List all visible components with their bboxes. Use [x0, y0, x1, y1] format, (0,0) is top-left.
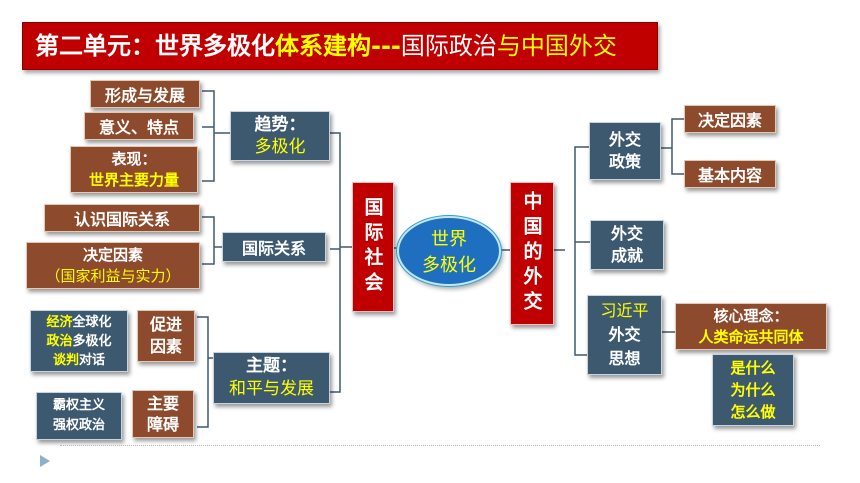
promote-detail-2a: 政治 [46, 333, 73, 349]
promote-box: 促进 因素 [137, 310, 195, 362]
trend-label: 趋势： [254, 115, 306, 135]
trend-box: 趋势： 多极化 [230, 111, 330, 161]
core-idea-value: 人类命运共同体 [698, 327, 804, 346]
trend-item-meaning-label: 意义、特点 [98, 118, 179, 137]
achievement-box: 外交 成就 [590, 220, 664, 270]
play-arrow-icon [40, 455, 50, 467]
right-pillar: 中国的外交 [510, 182, 554, 325]
thought-label-3: 思想 [608, 349, 641, 368]
thought-label-1: 习近平 [600, 301, 649, 320]
obstacle-detail-box: 霸权主义 强权政治 [36, 392, 122, 440]
obstacle-box: 主要 障碍 [132, 390, 194, 438]
left-pillar-label: 国际社会 [361, 197, 384, 297]
core-idea-label: 核心理念： [713, 306, 789, 325]
thought-box: 习近平 外交 思想 [587, 295, 662, 375]
trend-item-manifestation: 表现： 世界主要力量 [70, 146, 198, 193]
obstacle-detail-1: 霸权主义 [52, 398, 105, 413]
trend-item-meaning: 意义、特点 [84, 112, 194, 140]
promote-detail-2b: 多极化 [72, 333, 112, 349]
relations-factors-label: 决定因素 [82, 245, 143, 264]
title-part3: --- [371, 32, 401, 60]
theme-value: 和平与发展 [229, 379, 314, 399]
promote-detail-1a: 经济 [46, 314, 73, 330]
trend-item-formation: 形成与发展 [90, 80, 200, 108]
center-label-2: 多极化 [422, 255, 476, 276]
title-part2: 体系建构 [275, 32, 371, 60]
center-label-1: 世界 [431, 229, 467, 250]
relations-box: 国际关系 [222, 232, 326, 262]
trend-item-formation-label: 形成与发展 [104, 86, 185, 105]
promote-detail-3b: 对话 [79, 352, 106, 368]
manifestation-label: 表现： [111, 149, 157, 168]
question-how: 怎么做 [730, 403, 776, 421]
center-circle: 世界 多极化 [397, 216, 501, 286]
relations-item-factors: 决定因素 （国家利益与实力） [26, 242, 200, 289]
questions-box: 是什么 为什么 怎么做 [712, 354, 794, 426]
theme-label: 主题： [246, 356, 297, 376]
obstacle-detail-2: 强权政治 [52, 418, 105, 433]
promote-detail-3a: 谈判 [52, 352, 79, 368]
promote-label-2: 因素 [149, 337, 182, 356]
right-pillar-label: 中国的外交 [520, 191, 543, 316]
promote-label-1: 促进 [149, 315, 182, 334]
title-part1: 第二单元：世界多极化 [35, 32, 275, 60]
question-why: 为什么 [730, 381, 776, 399]
policy-box: 外交 政策 [589, 122, 661, 180]
achievement-label-2: 成就 [610, 246, 643, 265]
relations-factors-value: （国家利益与实力） [45, 266, 181, 285]
policy-label-2: 政策 [608, 152, 641, 171]
promote-detail-box: 经济全球化 政治多极化 谈判对话 [30, 310, 128, 372]
policy-item-factors: 决定因素 [684, 105, 776, 133]
page-title: 第二单元：世界多极化体系建构---国际政治与中国外交 [22, 22, 658, 70]
obstacle-label-1: 主要 [146, 394, 179, 413]
theme-box: 主题： 和平与发展 [213, 352, 330, 404]
core-idea-box: 核心理念： 人类命运共同体 [675, 303, 827, 350]
policy-item-factors-label: 决定因素 [697, 111, 762, 130]
achievement-label-1: 外交 [610, 224, 643, 243]
relations-label: 国际关系 [241, 239, 306, 258]
relations-item-understand-label: 认识国际关系 [73, 210, 170, 229]
promote-detail-1b: 全球化 [72, 314, 112, 330]
footer-divider [60, 445, 820, 446]
title-part4: 国际政治 [400, 32, 497, 60]
policy-item-content: 基本内容 [684, 160, 776, 188]
policy-label-1: 外交 [608, 130, 641, 149]
title-part5: 与中国外交 [496, 32, 617, 60]
left-pillar: 国际社会 [352, 182, 394, 312]
thought-label-2: 外交 [608, 325, 641, 344]
relations-item-understand: 认识国际关系 [44, 204, 200, 232]
manifestation-value: 世界主要力量 [88, 170, 179, 189]
policy-item-content-label: 基本内容 [697, 166, 762, 185]
trend-value: 多极化 [254, 137, 306, 157]
question-what: 是什么 [730, 359, 776, 377]
obstacle-label-2: 障碍 [146, 415, 179, 434]
